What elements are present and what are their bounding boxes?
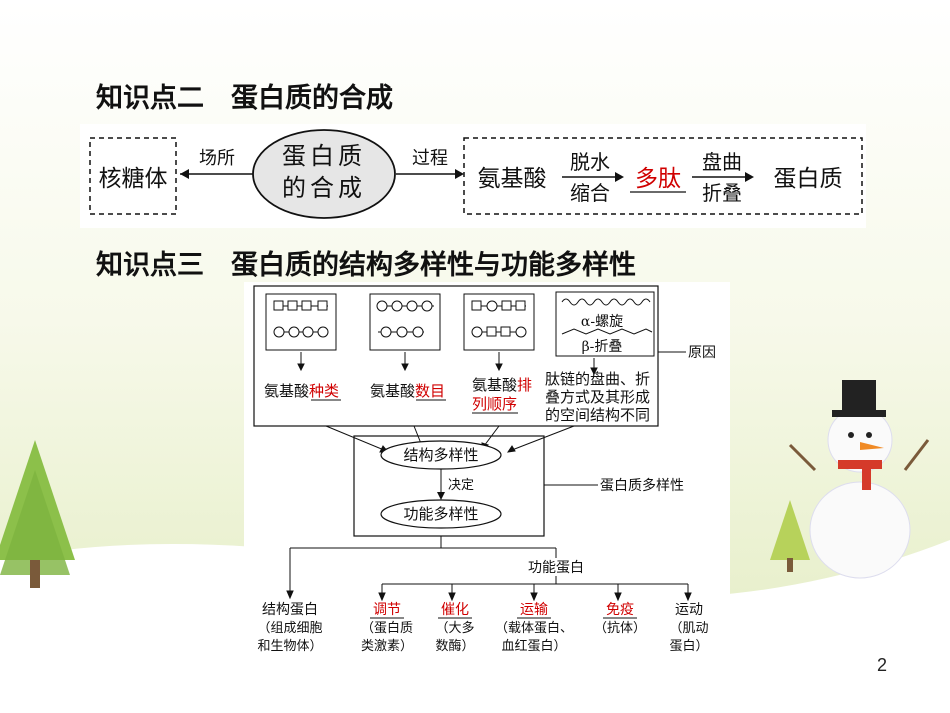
- center-line1: 蛋白质: [282, 142, 366, 170]
- protein-diversity-box: [353, 435, 545, 537]
- structural-protein-label: 结构蛋白: [262, 602, 318, 618]
- catalyze-label: 催化: [441, 602, 469, 618]
- page-number: 2: [877, 655, 888, 675]
- transport-label: 运输: [520, 602, 548, 618]
- immune-desc: （抗体）: [594, 621, 646, 636]
- immune-label: 免疫: [606, 602, 634, 618]
- reason-amino-order-line1: 氨基酸排: [472, 376, 532, 394]
- process-label: 过程: [412, 148, 448, 169]
- spatial-structure-diagram: α-螺旋 β-折叠: [555, 291, 655, 357]
- heading-protein-diversity: 知识点三 蛋白质的结构多样性与功能多样性: [96, 250, 636, 281]
- synthesis-panel: 核糖体 场所 蛋白质 的合成 过程 氨基酸 脱水 缩合 多肽 盘曲 折叠 蛋白质: [80, 124, 866, 228]
- peptide-label: 多肽: [635, 166, 681, 192]
- tree-icon: [0, 440, 75, 588]
- function-diversity-label: 功能多样性: [403, 505, 478, 523]
- center-line2: 的合成: [282, 174, 366, 202]
- chain-type-diagram: [265, 293, 337, 351]
- function-tree-lines: [286, 536, 692, 602]
- structural-protein-desc1: （组成细胞: [257, 621, 322, 636]
- regulate-desc1: （蛋白质: [361, 620, 413, 636]
- diversity-diagram: α-螺旋 β-折叠 原因 氨基酸种类 氨基酸数目 氨基酸排 列顺序 肽链的盘曲、…: [253, 285, 716, 654]
- ribosome-label: 核糖体: [99, 166, 168, 192]
- small-tree-icon: [770, 500, 810, 572]
- cause-label: 原因: [688, 345, 716, 361]
- decides-label: 决定: [448, 478, 474, 493]
- alpha-helix-label: α-螺旋: [581, 314, 623, 330]
- reason-amino-order-line2: 列顺序: [472, 395, 517, 413]
- synthesis-diagram: 核糖体 场所 蛋白质 的合成 过程 氨基酸 脱水 缩合 多肽 盘曲 折叠 蛋白质: [89, 129, 863, 219]
- condense-label: 缩合: [570, 181, 610, 205]
- structural-protein-desc2: 和生物体）: [257, 639, 322, 654]
- regulate-desc2: 类激素）: [361, 639, 413, 654]
- chain-sequence-diagram: [463, 293, 535, 351]
- beta-sheet-label: β-折叠: [582, 339, 623, 355]
- process-box: [463, 137, 863, 215]
- heading-protein-synthesis: 知识点二 蛋白质的合成: [96, 83, 393, 114]
- chain-number-diagram: [369, 293, 441, 351]
- movement-desc2: 蛋白）: [669, 638, 708, 654]
- reason-spatial-line3: 的空间结构不同: [545, 406, 650, 424]
- coil-label: 盘曲: [702, 150, 742, 174]
- movement-label: 运动: [675, 602, 703, 618]
- diversity-panel: α-螺旋 β-折叠 原因 氨基酸种类 氨基酸数目 氨基酸排 列顺序 肽链的盘曲、…: [244, 282, 730, 662]
- structure-diversity-label: 结构多样性: [403, 446, 478, 464]
- protein-label: 蛋白质: [774, 166, 843, 192]
- fold-label: 折叠: [702, 181, 742, 205]
- synthesis-center-ellipse: [252, 129, 396, 219]
- reason-spatial-line1: 肽链的盘曲、折: [545, 370, 650, 388]
- reason-box: [253, 285, 659, 427]
- reason-spatial-line2: 叠方式及其形成: [545, 388, 650, 406]
- transport-desc1: （载体蛋白、: [495, 620, 573, 636]
- reason-amino-type: 氨基酸种类: [264, 382, 339, 400]
- regulate-label: 调节: [373, 602, 401, 618]
- function-diversity-ellipse: [380, 499, 502, 529]
- protein-diversity-label: 蛋白质多样性: [600, 477, 684, 494]
- movement-desc1: （肌动: [669, 621, 708, 636]
- catalyze-desc2: 数酶）: [435, 638, 474, 654]
- dehydrate-label: 脱水: [570, 150, 610, 174]
- reason-amino-number: 氨基酸数目: [370, 382, 445, 400]
- amino-acid-label: 氨基酸: [478, 166, 547, 192]
- snowman-icon: [788, 380, 930, 579]
- catalyze-desc1: （大多: [435, 620, 474, 636]
- functional-protein-label: 功能蛋白: [528, 560, 584, 576]
- transport-desc2: 血红蛋白）: [501, 638, 566, 654]
- place-label: 场所: [199, 148, 235, 169]
